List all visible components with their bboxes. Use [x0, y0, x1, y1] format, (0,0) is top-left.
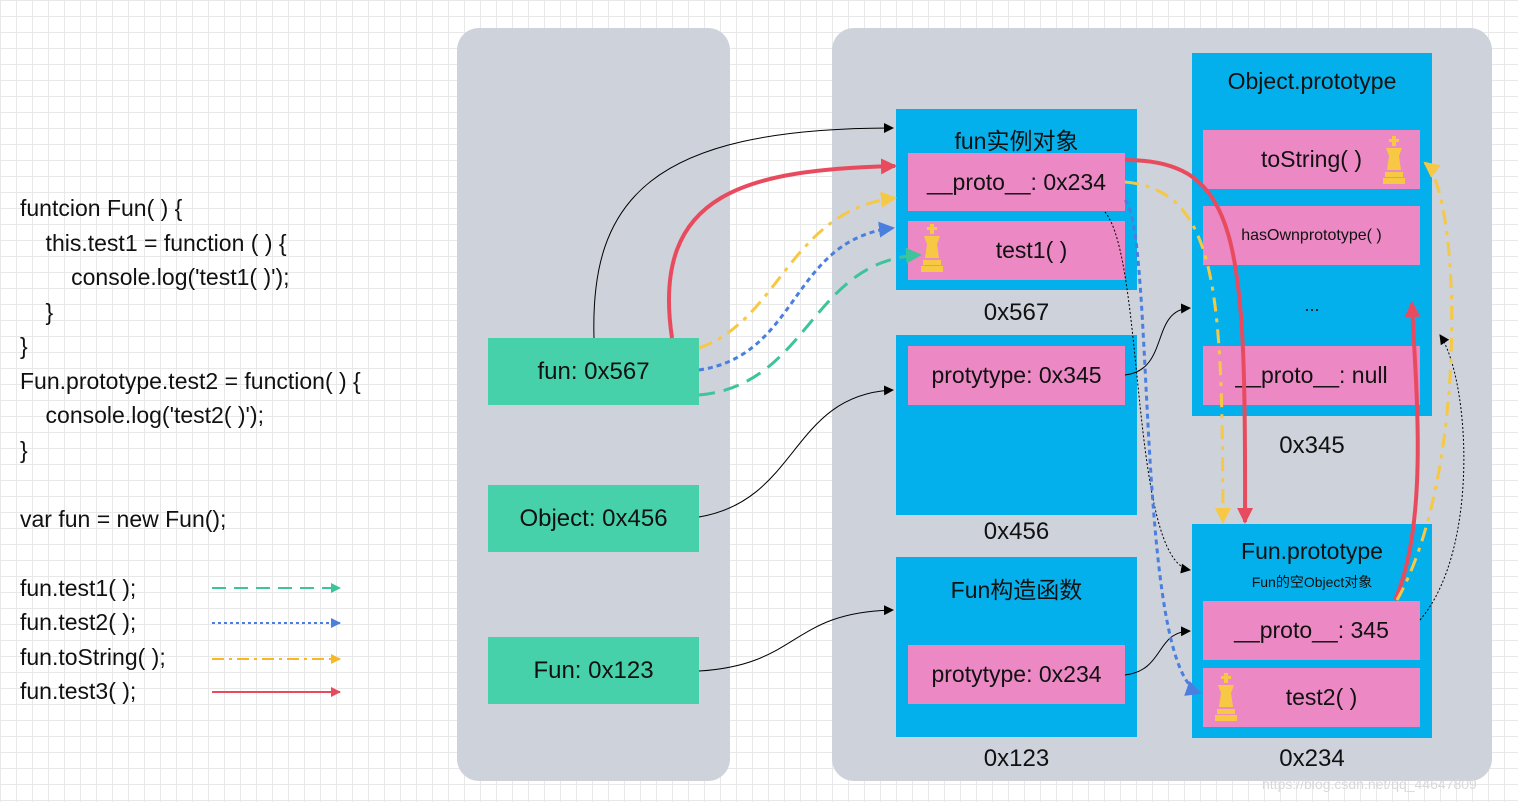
stack-var-object: Object: 0x456 [488, 485, 699, 552]
fun-prototype-proto: __proto__: 345 [1203, 601, 1420, 660]
object-fn-prototype: protytype: 0x345 [908, 346, 1125, 405]
legend-label-tostring: fun.toString( ); [20, 644, 166, 670]
stack-var-fun-ctor: Fun: 0x123 [488, 637, 699, 704]
fun-prototype-test2: test2( ) [1203, 668, 1420, 727]
yellow-arrow-to-proto [698, 191, 897, 350]
fun-ctor-prototype: protytype: 0x234 [908, 645, 1125, 704]
fun-prototype-addr: 0x234 [1279, 745, 1345, 772]
ref-arrow-object-fn [698, 385, 894, 518]
watermark: https://blog.csdn.net/qq_44647809 [1262, 776, 1477, 792]
code-line-8: } [20, 437, 28, 463]
code-line-6: Fun.prototype.test2 = function( ) { [20, 368, 361, 394]
ref-arrow-fun-ctor [698, 605, 894, 672]
code-line-7: console.log('test2( )'); [20, 402, 264, 428]
fun-prototype-subtitle: Fun的空Object对象 [1251, 574, 1373, 590]
object-prototype-hasown: hasOwnprototype( ) [1203, 206, 1420, 265]
red-arrow-to-fun-prototype [1124, 158, 1254, 524]
code-line-9: var fun = new Fun(); [20, 506, 227, 532]
fun-ctor-title: Fun构造函数 [950, 577, 1083, 603]
red-arrow-to-proto [666, 158, 897, 339]
object-prototype-proto: __proto__: null [1203, 346, 1420, 405]
object-prototype-addr: 0x345 [1279, 432, 1345, 459]
ref-arrow-proto-to-object-prototype [1419, 334, 1465, 621]
fun-instance-test1: test1( ) [908, 221, 1125, 280]
code-line-4: } [20, 299, 54, 325]
code-line-3: console.log('test1( )'); [20, 264, 290, 290]
blue-arrow-to-test1 [698, 221, 895, 372]
code-line-5: } [20, 333, 28, 359]
stack-var-fun: fun: 0x567 [488, 338, 699, 405]
legend-label-test3: fun.test3( ); [20, 678, 137, 704]
chess-king-icon [1383, 136, 1405, 184]
yellow-arrow-to-object-prototype [1395, 161, 1454, 601]
ref-arrow-fun-prototype [1124, 626, 1191, 676]
yellow-arrow-to-fun-prototype [1124, 180, 1231, 524]
chess-king-icon [1215, 673, 1237, 721]
object-prototype-ellipsis: ... [1304, 295, 1320, 315]
fun-instance-addr: 0x567 [983, 299, 1050, 326]
ref-arrow-fun-instance [593, 123, 894, 339]
object-fn-addr: 0x456 [983, 518, 1050, 545]
red-arrow-to-object-prototype [1393, 301, 1421, 601]
fun-ctor-addr: 0x123 [983, 745, 1050, 772]
code-line-1: funtcion Fun( ) { [20, 195, 183, 221]
green-arrow-to-test1 [698, 247, 922, 397]
fun-prototype-title: Fun.prototype [1241, 538, 1383, 564]
legend-label-test1: fun.test1( ); [20, 575, 137, 601]
blue-arrow-to-test2 [1123, 198, 1202, 696]
fun-instance-title: fun实例对象 [954, 128, 1079, 154]
object-prototype-title: Object.prototype [1227, 68, 1397, 94]
ref-arrow-proto-to-fun-prototype [1104, 211, 1191, 574]
ref-arrow-object-prototype [1124, 303, 1191, 376]
legend-label-test2: fun.test2( ); [20, 609, 137, 635]
chess-king-icon [921, 224, 943, 272]
code-line-2: this.test1 = function ( ) { [20, 230, 287, 256]
fun-instance-proto: __proto__: 0x234 [908, 153, 1125, 211]
